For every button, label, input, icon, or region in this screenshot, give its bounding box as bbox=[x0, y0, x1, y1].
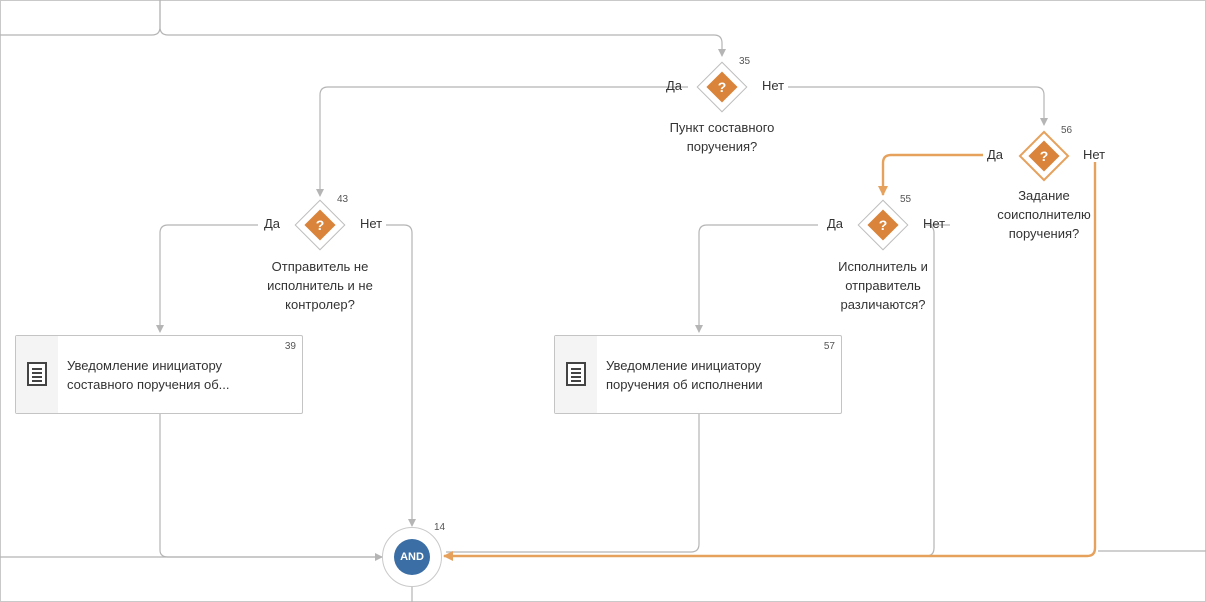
and-join-label: AND bbox=[394, 539, 430, 575]
connector-43-no bbox=[386, 224, 416, 527]
task-39-title: Уведомление инициатору составного поруче… bbox=[67, 358, 230, 392]
condition-55-yes-label: Да bbox=[827, 216, 844, 231]
condition-43-no-label: Нет bbox=[360, 216, 383, 231]
condition-35-question: Пункт составного поручения? bbox=[669, 120, 775, 154]
and-join-number: 14 bbox=[434, 522, 446, 533]
connector-35-no bbox=[788, 86, 1048, 126]
task-57-title: Уведомление инициатору поручения об испо… bbox=[606, 358, 763, 392]
condition-55-no-label: Нет bbox=[923, 216, 946, 231]
condition-43-number: 43 bbox=[337, 194, 349, 205]
connector-to-35 bbox=[159, 0, 726, 57]
and-join-node[interactable]: AND bbox=[382, 527, 442, 587]
condition-55-number: 55 bbox=[900, 194, 912, 205]
connector-43-yes bbox=[156, 224, 258, 333]
condition-43-question: Отправитель не исполнитель и не контроле… bbox=[267, 259, 373, 312]
connector-55-yes bbox=[695, 224, 818, 333]
condition-56-no-label: Нет bbox=[1083, 147, 1106, 162]
condition-55-question: Исполнитель и отправитель различаются? bbox=[838, 259, 928, 312]
connector-39-and bbox=[159, 414, 383, 561]
condition-56[interactable]: ? bbox=[1018, 130, 1070, 182]
condition-56-yes-label: Да bbox=[987, 147, 1004, 162]
question-mark-icon: ? bbox=[717, 79, 727, 95]
connector-35-yes bbox=[316, 86, 688, 197]
condition-35-number: 35 bbox=[739, 56, 751, 67]
document-icon bbox=[27, 362, 47, 386]
document-icon bbox=[566, 362, 586, 386]
task-39-number: 39 bbox=[284, 341, 296, 352]
condition-56-question: Задание соисполнителю поручения? bbox=[997, 188, 1091, 241]
connector-57-and bbox=[446, 414, 700, 553]
condition-56-number: 56 bbox=[1061, 125, 1073, 136]
condition-43-yes-label: Да bbox=[264, 216, 281, 231]
active-connector-56-no bbox=[443, 162, 1097, 561]
task-57-number: 57 bbox=[823, 341, 835, 352]
question-mark-icon: ? bbox=[878, 217, 888, 233]
condition-43[interactable]: ? bbox=[294, 199, 346, 251]
question-mark-icon: ? bbox=[315, 217, 325, 233]
condition-35[interactable]: ? bbox=[696, 61, 748, 113]
question-mark-icon: ? bbox=[1039, 148, 1049, 164]
condition-55[interactable]: ? bbox=[857, 199, 909, 251]
condition-35-no-label: Нет bbox=[762, 78, 785, 93]
task-39[interactable]: Уведомление инициатору составного поруче… bbox=[15, 335, 303, 414]
active-connector-56-yes bbox=[878, 153, 983, 196]
condition-35-yes-label: Да bbox=[666, 78, 683, 93]
connector-top-left bbox=[0, 0, 161, 36]
task-57[interactable]: Уведомление инициатору поручения об испо… bbox=[554, 335, 842, 414]
